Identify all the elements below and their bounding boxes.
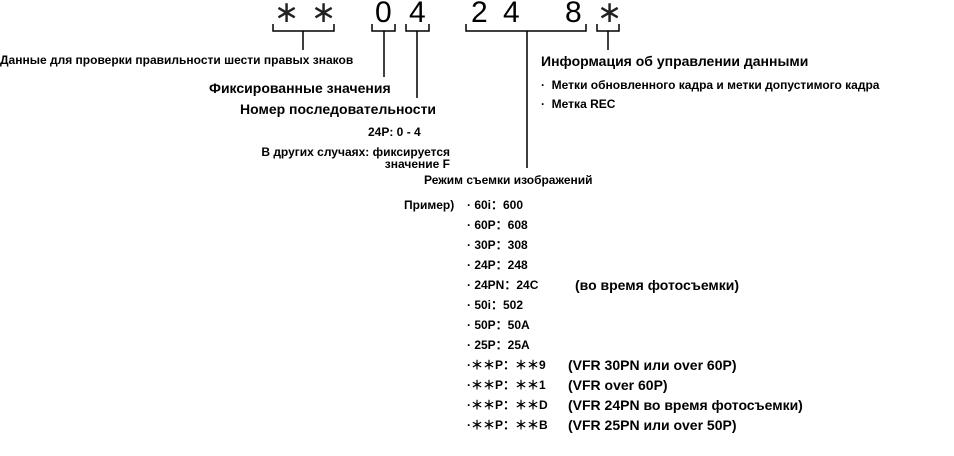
sequence-other-line1: В других случаях: фиксируется bbox=[261, 145, 450, 159]
code-char-check-1: ∗ bbox=[274, 0, 300, 29]
example-item: · 50i：502 bbox=[467, 298, 524, 312]
code-char-check-2: ∗ bbox=[311, 0, 337, 29]
data-mgmt-item-2-text: Метка REC bbox=[551, 97, 616, 111]
example-item: ·＊＊P：＊＊1 bbox=[467, 378, 546, 392]
code-char-mode-2: 4 bbox=[503, 0, 520, 29]
code-char-sequence: 4 bbox=[409, 0, 426, 29]
code-char-fixed: 0 bbox=[375, 0, 392, 29]
data-mgmt-item-1: · Метки обновленного кадра и метки допус… bbox=[541, 78, 880, 92]
example-item: · 60i：600 bbox=[467, 198, 524, 212]
example-note: (VFR 30PN или over 60P) bbox=[568, 357, 737, 373]
example-item: · 24P：248 bbox=[467, 258, 528, 272]
example-note: (во время фотосъемки) bbox=[575, 277, 740, 293]
code-char-mode-1: 2 bbox=[471, 0, 488, 29]
fixed-values-label: Фиксированные значения bbox=[209, 80, 391, 96]
code-char-mode-3: 8 bbox=[565, 0, 582, 29]
check-data-label: Данные для проверки правильности шести п… bbox=[0, 53, 354, 67]
sequence-24p-label: 24P: 0 - 4 bbox=[368, 125, 421, 139]
example-item: · 24PN：24C bbox=[467, 278, 539, 292]
code-char-data-mgmt: ∗ bbox=[597, 0, 623, 29]
example-note: (VFR 24PN во время фотосъемки) bbox=[568, 397, 803, 413]
example-item: · 30P：308 bbox=[467, 238, 528, 252]
data-mgmt-title: Информация об управлении данными bbox=[541, 53, 809, 69]
data-mgmt-item-2: · Метка REC bbox=[541, 97, 616, 111]
example-note: (VFR over 60P) bbox=[568, 377, 668, 393]
data-mgmt-item-1-text: Метки обновленного кадра и метки допусти… bbox=[551, 78, 880, 92]
capture-mode-label: Режим съемки изображений bbox=[424, 173, 593, 187]
example-item: ·＊＊P：＊＊D bbox=[467, 398, 548, 412]
example-item: · 60P：608 bbox=[467, 218, 528, 232]
example-item: · 50P：50A bbox=[467, 318, 530, 332]
example-prefix: Пример) bbox=[404, 198, 455, 212]
sequence-other-line2: значение F bbox=[384, 157, 450, 171]
example-item: · 25P：25A bbox=[467, 338, 530, 352]
sequence-number-label: Номер последовательности bbox=[240, 101, 437, 117]
example-note: (VFR 25PN или over 50P) bbox=[568, 417, 737, 433]
example-item: ·＊＊P：＊＊9 bbox=[467, 358, 546, 372]
sequence-other-label: В других случаях: фиксируется значение F bbox=[214, 146, 450, 170]
example-item: ·＊＊P：＊＊B bbox=[467, 418, 548, 432]
